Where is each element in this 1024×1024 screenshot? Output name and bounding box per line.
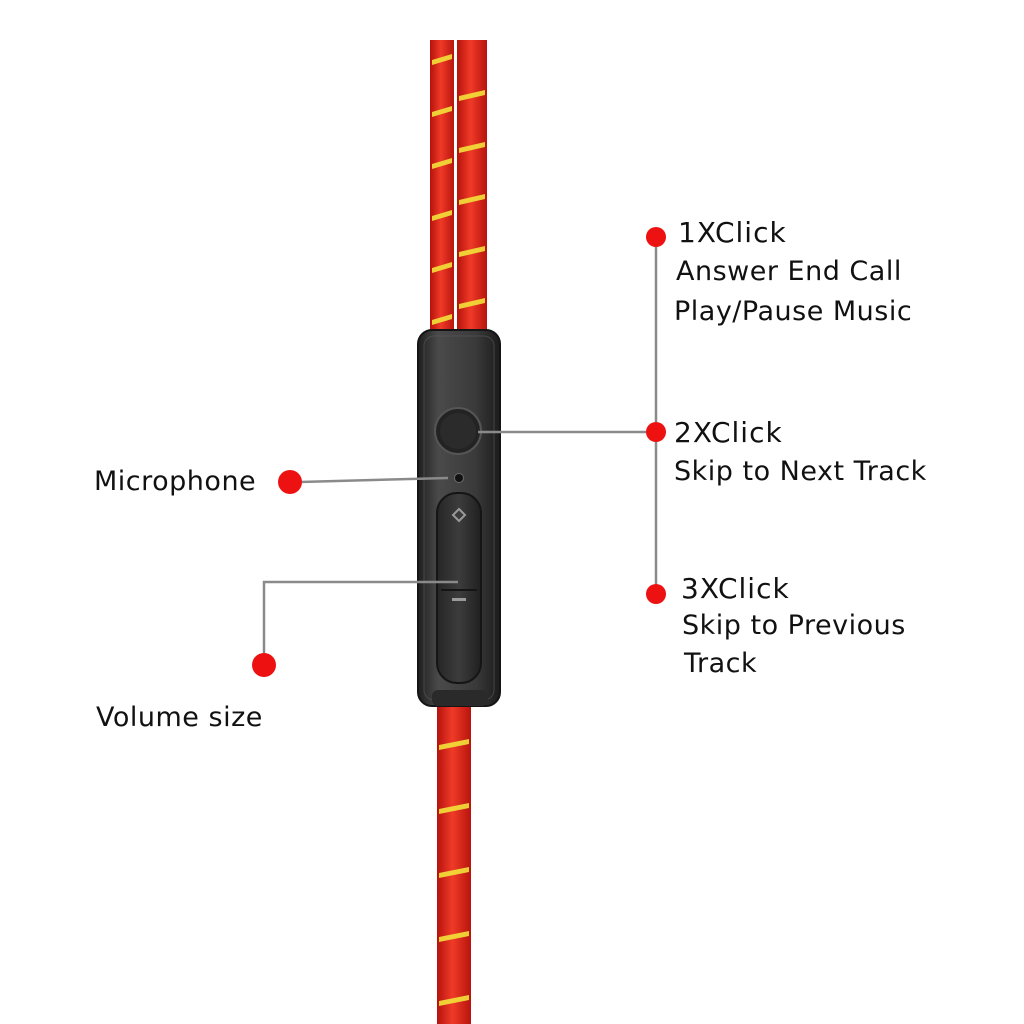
microphone-label: Microphone (94, 466, 257, 497)
cable-stripe (432, 210, 452, 221)
upper-cable (430, 40, 487, 340)
click1-line1: Answer End Call (676, 256, 902, 287)
volume-dot (252, 653, 276, 677)
cable-stripe (432, 54, 452, 65)
cable-stripe (459, 194, 485, 205)
cable-stripe (432, 106, 452, 117)
cable-stripes-lower (439, 739, 469, 1006)
cable-stripe (439, 995, 469, 1006)
cable-stripe (459, 142, 485, 153)
cable-stripe (432, 158, 452, 169)
cable-wire-right (457, 40, 487, 340)
volume-rocker[interactable] (436, 492, 482, 684)
cable-stripe (432, 262, 452, 273)
lower-cable (437, 700, 471, 1024)
click2-line1: Skip to Next Track (674, 456, 927, 487)
click1-heading: 1XClick (678, 216, 787, 249)
click3-line1: Skip to Previous (682, 610, 906, 641)
minus-icon (452, 598, 466, 601)
cable-wire-left (430, 40, 454, 340)
microphone-dot (278, 470, 302, 494)
cable-stripe (439, 931, 469, 942)
click1-dot (646, 227, 666, 247)
microphone-hole-icon (454, 473, 464, 483)
click3-dot (646, 584, 666, 604)
plus-icon (451, 507, 467, 523)
volume-label: Volume size (96, 702, 263, 733)
cable-wire-lower (437, 700, 471, 1024)
marker-dots (252, 227, 666, 677)
cable-stripe (459, 298, 485, 309)
microphone-leader-line (299, 476, 449, 484)
click3-heading: 3XClick (681, 572, 790, 605)
round-button-icon[interactable] (434, 407, 482, 455)
cable-stripe (439, 739, 469, 750)
click2-heading: 2XClick (674, 416, 783, 449)
leader-lines (262, 237, 658, 662)
click3-line2: Track (684, 648, 758, 679)
cable-stripe (432, 314, 452, 325)
volume-leader-line (262, 580, 458, 662)
cable-stripes-upper (432, 54, 485, 325)
click2-dot (646, 422, 666, 442)
cable-stripe (459, 246, 485, 257)
cable-stripe (459, 90, 485, 101)
cable-stripe (439, 803, 469, 814)
cable-stripe (439, 867, 469, 878)
click1-line2: Play/Pause Music (674, 296, 913, 327)
